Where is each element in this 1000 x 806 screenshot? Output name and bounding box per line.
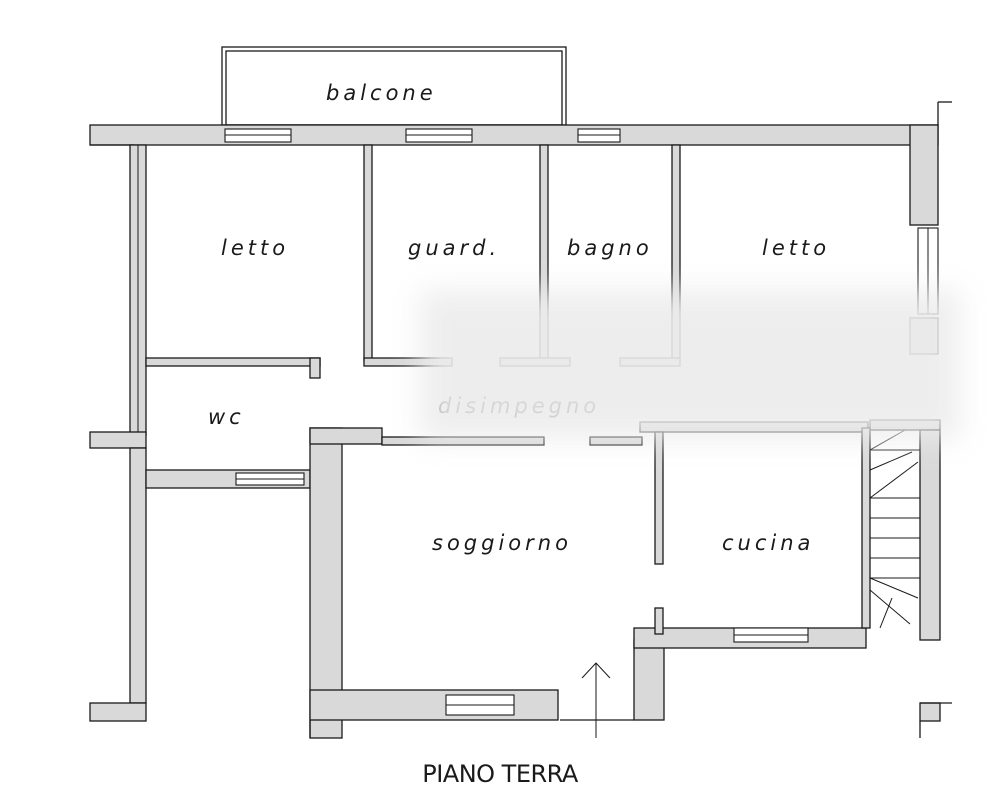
room-label-cucina: cucina [722,531,814,555]
room-label-letto-right: letto [762,236,830,260]
room-label-guardaroba: guard. [408,236,500,260]
floor-title: PIANO TERRA [422,760,578,788]
room-label-letto-left: letto [221,236,289,260]
top-wall [89,124,939,146]
room-label-balcone: balcone [326,81,437,105]
corner-mark [919,702,952,738]
staircase [869,429,920,629]
room-label-soggiorno: soggiorno [432,531,572,555]
room-label-bagno: bagno [567,236,653,260]
left-wall [89,144,147,722]
living-room-walls [309,421,871,739]
blurred-watermark [420,290,960,440]
room-label-wc: wc [208,405,245,429]
